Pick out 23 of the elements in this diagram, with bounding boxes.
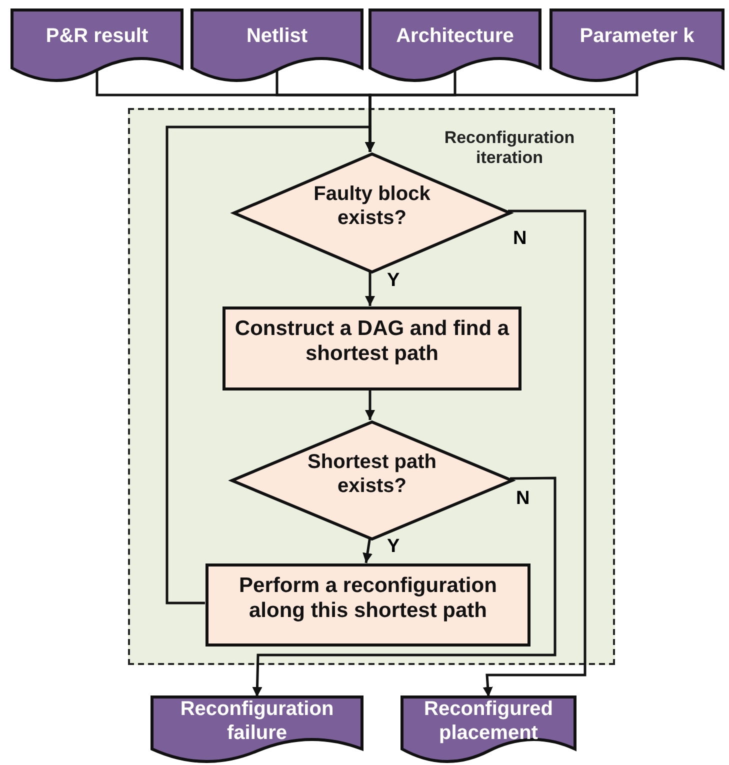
document-shape — [152, 697, 362, 763]
document-shape — [551, 10, 723, 82]
arrow — [482, 210, 586, 698]
document-label: P&R result — [44, 24, 150, 48]
node-label: Perform a reconfiguration along this shortest path — [238, 573, 498, 624]
document-label: Reconfigured placement — [423, 697, 554, 745]
node-label: Construct a DAG and find a shortest path — [234, 316, 510, 366]
document-label: Architecture — [395, 24, 515, 48]
group-heading: Reconfiguration iteration — [443, 128, 576, 169]
process-box — [207, 565, 529, 645]
document-shape — [402, 697, 575, 763]
node-label: Faulty block exists? — [312, 182, 432, 230]
document-label: Reconfiguration failure — [179, 697, 335, 745]
document-shape — [370, 10, 540, 82]
arrow — [362, 536, 372, 564]
document-shape — [12, 10, 182, 82]
group-frame — [128, 108, 615, 665]
arrow — [252, 476, 556, 698]
document-shape — [192, 10, 362, 82]
document-label: Netlist — [245, 24, 309, 48]
process-box — [224, 308, 520, 389]
document-label: Parameter k — [578, 24, 696, 48]
arrow — [365, 270, 375, 306]
